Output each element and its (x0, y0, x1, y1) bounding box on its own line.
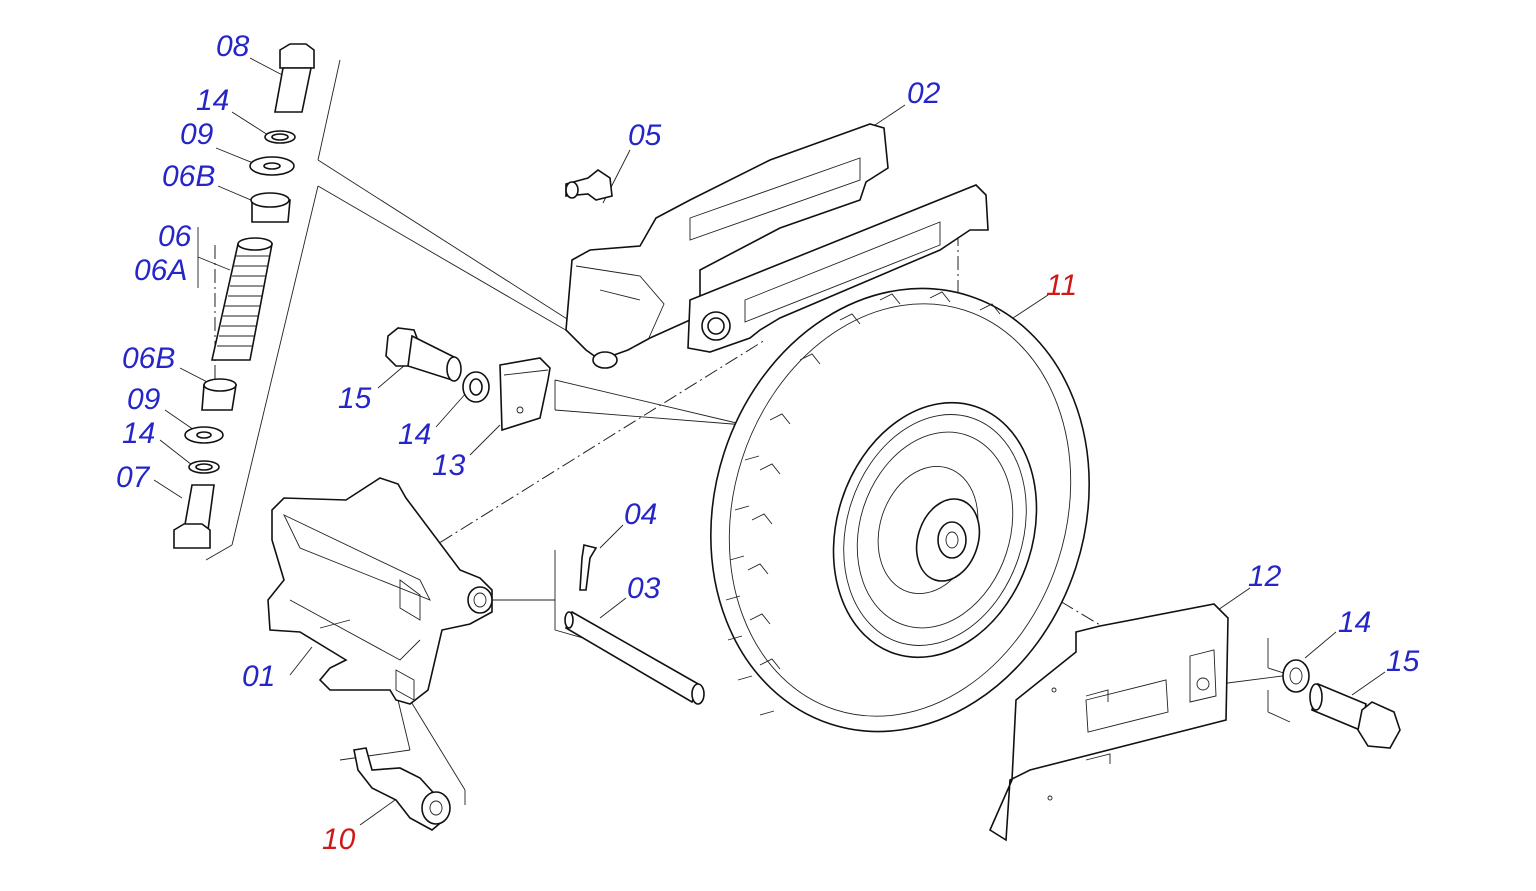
grease-nipple (565, 169, 613, 201)
callout-14-top: 14 (196, 84, 230, 117)
swing-arm (565, 123, 989, 369)
callout-15-right: 15 (1386, 645, 1420, 678)
callout-06A: 06A (134, 254, 188, 287)
callout-10: 10 (322, 823, 356, 856)
mounting-bracket (267, 477, 493, 705)
guard-bolt-set (1282, 659, 1401, 749)
callout-11: 11 (1046, 269, 1078, 302)
arm-bolt-set (385, 327, 551, 432)
callout-06B-top: 06B (162, 160, 216, 193)
callout-09-top: 09 (180, 118, 214, 151)
callout-06B-bottom: 06B (122, 342, 176, 375)
wheel (710, 287, 1090, 733)
spring-stack-assembly (173, 43, 315, 549)
callout-02: 02 (907, 77, 941, 110)
callout-15-left: 15 (338, 382, 372, 415)
callout-09-bottom: 09 (127, 383, 161, 416)
callout-04: 04 (624, 498, 658, 531)
axle-pin-set (564, 544, 705, 705)
leader-lines (153, 57, 1386, 826)
callout-01: 01 (242, 660, 276, 693)
callout-07: 07 (116, 461, 150, 494)
roller (353, 747, 451, 831)
callout-12: 12 (1248, 560, 1282, 593)
callout-06: 06 (158, 220, 192, 253)
callout-05: 05 (628, 119, 662, 152)
callout-14-right: 14 (1338, 606, 1372, 639)
guard-plate (988, 603, 1229, 842)
callout-13: 13 (432, 449, 466, 482)
callout-14-stack: 14 (122, 417, 156, 450)
callout-14-left: 14 (398, 418, 432, 451)
callout-08: 08 (216, 30, 250, 63)
callout-03: 03 (627, 572, 661, 605)
